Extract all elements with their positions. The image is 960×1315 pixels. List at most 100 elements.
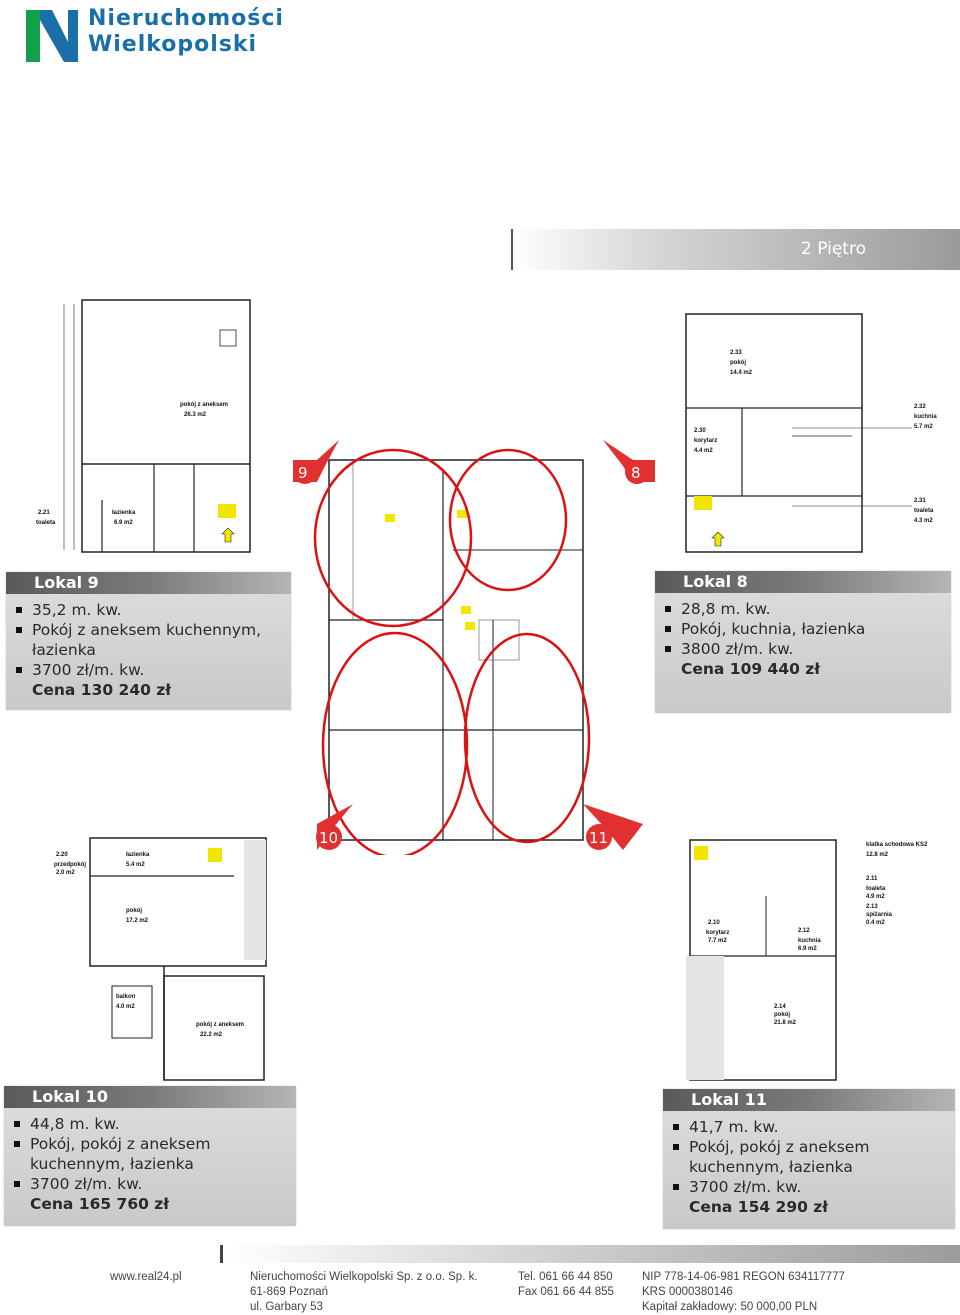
lokal11-area: 41,7 m. kw. xyxy=(671,1117,955,1137)
lokal9-price: Cena 130 240 zł xyxy=(32,681,172,699)
l11-storage-label: spiżarnia xyxy=(866,912,893,918)
lokal8-price: Cena 109 440 zł xyxy=(681,660,821,678)
lokal8-area: 28,8 m. kw. xyxy=(663,599,951,619)
l8-room-area: 14.4 m2 xyxy=(730,370,753,376)
l8-corr-code: 2.30 xyxy=(694,428,706,434)
lokal10-price: Cena 165 760 zł xyxy=(30,1195,170,1213)
lokal8-price-per-m2: 3800 zł/m. kw. xyxy=(663,639,951,659)
badge-10-text: 10 xyxy=(319,829,338,847)
footer-divider xyxy=(220,1245,960,1263)
logo-line2: Wielkopolski xyxy=(88,32,258,57)
lokal9-title: Lokal 9 xyxy=(6,572,291,594)
lokal11-title: Lokal 11 xyxy=(663,1089,955,1111)
footer-address-col: Nieruchomości Wielkopolski Sp. z o.o. Sp… xyxy=(250,1270,478,1315)
footer-street: ul. Garbary 53 xyxy=(250,1301,323,1313)
badge-lokal10: 10 xyxy=(316,804,353,850)
lokal11-price-per-m2: 3700 zł/m. kw. xyxy=(671,1177,955,1197)
l9-toilet-code: 2.21 xyxy=(38,510,50,516)
lokal8-floor-plan: 2.33 pokój 14.4 m2 2.30 korytarz 4.4 m2 … xyxy=(682,296,950,554)
footer-website-col: www.real24.pl xyxy=(110,1270,182,1285)
l8-toilet-area: 4.3 m2 xyxy=(914,518,933,524)
l9-room-area: 26.3 m2 xyxy=(184,412,207,418)
l11-corr-area: 7.7 m2 xyxy=(708,938,727,944)
l11-storage-code: 2.13 xyxy=(866,904,878,910)
footer-capital: Kapitał zakładowy: 50 000,00 PLN xyxy=(642,1301,818,1313)
lokal11-floor-plan: klatka schodowa KS2 12.8 m2 2.11 toaleta… xyxy=(686,836,956,1082)
badge-lokal8: 8 xyxy=(603,440,655,484)
l10-bath-area: 5.4 m2 xyxy=(126,862,145,868)
lokal11-price: Cena 154 290 zł xyxy=(689,1198,829,1216)
lokal11-rooms: Pokój, pokój z aneksem kuchennym, łazien… xyxy=(671,1137,955,1177)
company-logo: Nieruchomości Wielkopolski xyxy=(26,6,283,62)
badge-11-text: 11 xyxy=(589,829,608,847)
l11-room-code: 2.14 xyxy=(774,1004,786,1010)
l11-kitchen-code: 2.12 xyxy=(798,928,810,934)
l11-room-label: pokój xyxy=(774,1012,790,1018)
lokal11-highlight xyxy=(463,632,591,844)
l10-room-area: 17.2 m2 xyxy=(126,918,149,924)
l10-room-label: pokój xyxy=(126,908,142,914)
logo-line1: Nieruchomości xyxy=(88,6,284,31)
lokal10-area: 44,8 m. kw. xyxy=(12,1114,296,1134)
l11-room-area: 21.8 m2 xyxy=(774,1020,797,1026)
l8-kitchen-code: 2.32 xyxy=(914,404,926,410)
footer-nip: NIP 778-14-06-981 REGON 634117777 xyxy=(642,1271,845,1283)
badge-9-text: 9 xyxy=(298,464,308,482)
l10-balcony-area: 4.0 m2 xyxy=(116,1004,135,1010)
l8-kitchen-area: 5.7 m2 xyxy=(914,424,933,430)
lokal10-info: Lokal 10 44,8 m. kw. Pokój, pokój z anek… xyxy=(4,1086,296,1226)
l10-hall-label: przedpokój xyxy=(54,862,86,868)
badge-8-text: 8 xyxy=(631,464,641,482)
l10-hall-code: 2.20 xyxy=(56,852,68,858)
l8-toilet-label: toaleta xyxy=(914,508,934,514)
footer-city: 61-869 Poznań xyxy=(250,1286,329,1298)
lokal9-price-per-m2: 3700 zł/m. kw. xyxy=(14,660,291,680)
lokal9-highlight xyxy=(313,448,473,628)
l11-corr-label: korytarz xyxy=(706,930,729,936)
lokal9-floor-plan: pokój z aneksem 26.3 m2 łazienka 6.9 m2 … xyxy=(34,292,256,554)
footer-fax: Fax 061 66 44 855 xyxy=(518,1286,614,1298)
footer-krs: KRS 0000380146 xyxy=(642,1286,733,1298)
lokal11-info: Lokal 11 41,7 m. kw. Pokój, pokój z anek… xyxy=(663,1089,955,1229)
lokal9-info: Lokal 9 35,2 m. kw. Pokój z aneksem kuch… xyxy=(6,572,291,710)
l10-balcony-label: balkon xyxy=(116,994,136,1000)
central-floor-plan: 9 8 10 11 xyxy=(293,440,663,859)
lokal8-info: Lokal 8 28,8 m. kw. Pokój, kuchnia, łazi… xyxy=(655,571,951,713)
l11-kitchen-label: kuchnia xyxy=(798,938,821,944)
l10-annex-area: 22.2 m2 xyxy=(200,1032,223,1038)
lokal10-title: Lokal 10 xyxy=(4,1086,296,1108)
badge-lokal9: 9 xyxy=(293,440,339,484)
l9-bath-area: 6.9 m2 xyxy=(114,520,133,526)
l8-corr-label: korytarz xyxy=(694,438,717,444)
lokal10-highlight xyxy=(321,631,469,859)
l8-room-code: 2.33 xyxy=(730,350,742,356)
l9-bath-label: łazienka xyxy=(112,510,136,516)
l8-kitchen-label: kuchnia xyxy=(914,414,937,420)
badge-lokal11: 11 xyxy=(583,804,643,850)
l8-toilet-code: 2.31 xyxy=(914,498,926,504)
lokal9-area: 35,2 m. kw. xyxy=(14,600,291,620)
lokal10-price-per-m2: 3700 zł/m. kw. xyxy=(12,1174,296,1194)
footer-contact-col: Tel. 061 66 44 850 Fax 061 66 44 855 xyxy=(518,1270,614,1300)
footer-website[interactable]: www.real24.pl xyxy=(110,1271,182,1283)
footer-legal-col: NIP 778-14-06-981 REGON 634117777 KRS 00… xyxy=(642,1270,845,1315)
l11-storage-area: 0.4 m2 xyxy=(866,920,885,926)
l11-kitchen-area: 6.9 m2 xyxy=(798,946,817,952)
l10-annex-label: pokój z aneksem xyxy=(196,1022,244,1028)
footer-tel: Tel. 061 66 44 850 xyxy=(518,1271,613,1283)
l11-stair-label: klatka schodowa KS2 xyxy=(866,842,928,848)
lokal8-highlight xyxy=(448,448,568,592)
lokal9-rooms: Pokój z aneksem kuchennym, łazienka xyxy=(14,620,291,660)
floor-header: 2 Piętro xyxy=(511,229,960,270)
l11-toilet-code: 2.11 xyxy=(866,876,878,882)
l9-room-label: pokój z aneksem xyxy=(180,402,228,408)
l11-stair-area: 12.8 m2 xyxy=(866,852,889,858)
l10-hall-area: 2.0 m2 xyxy=(56,870,75,876)
l10-bath-label: łazienka xyxy=(126,852,150,858)
l11-toilet-label: toaleta xyxy=(866,886,886,892)
lokal10-rooms: Pokój, pokój z aneksem kuchennym, łazien… xyxy=(12,1134,296,1174)
l8-corr-area: 4.4 m2 xyxy=(694,448,713,454)
footer-company: Nieruchomości Wielkopolski Sp. z o.o. Sp… xyxy=(250,1271,478,1283)
lokal10-floor-plan: 2.20 przedpokój 2.0 m2 łazienka 5.4 m2 p… xyxy=(54,836,268,1082)
logo-n-icon xyxy=(26,10,78,62)
